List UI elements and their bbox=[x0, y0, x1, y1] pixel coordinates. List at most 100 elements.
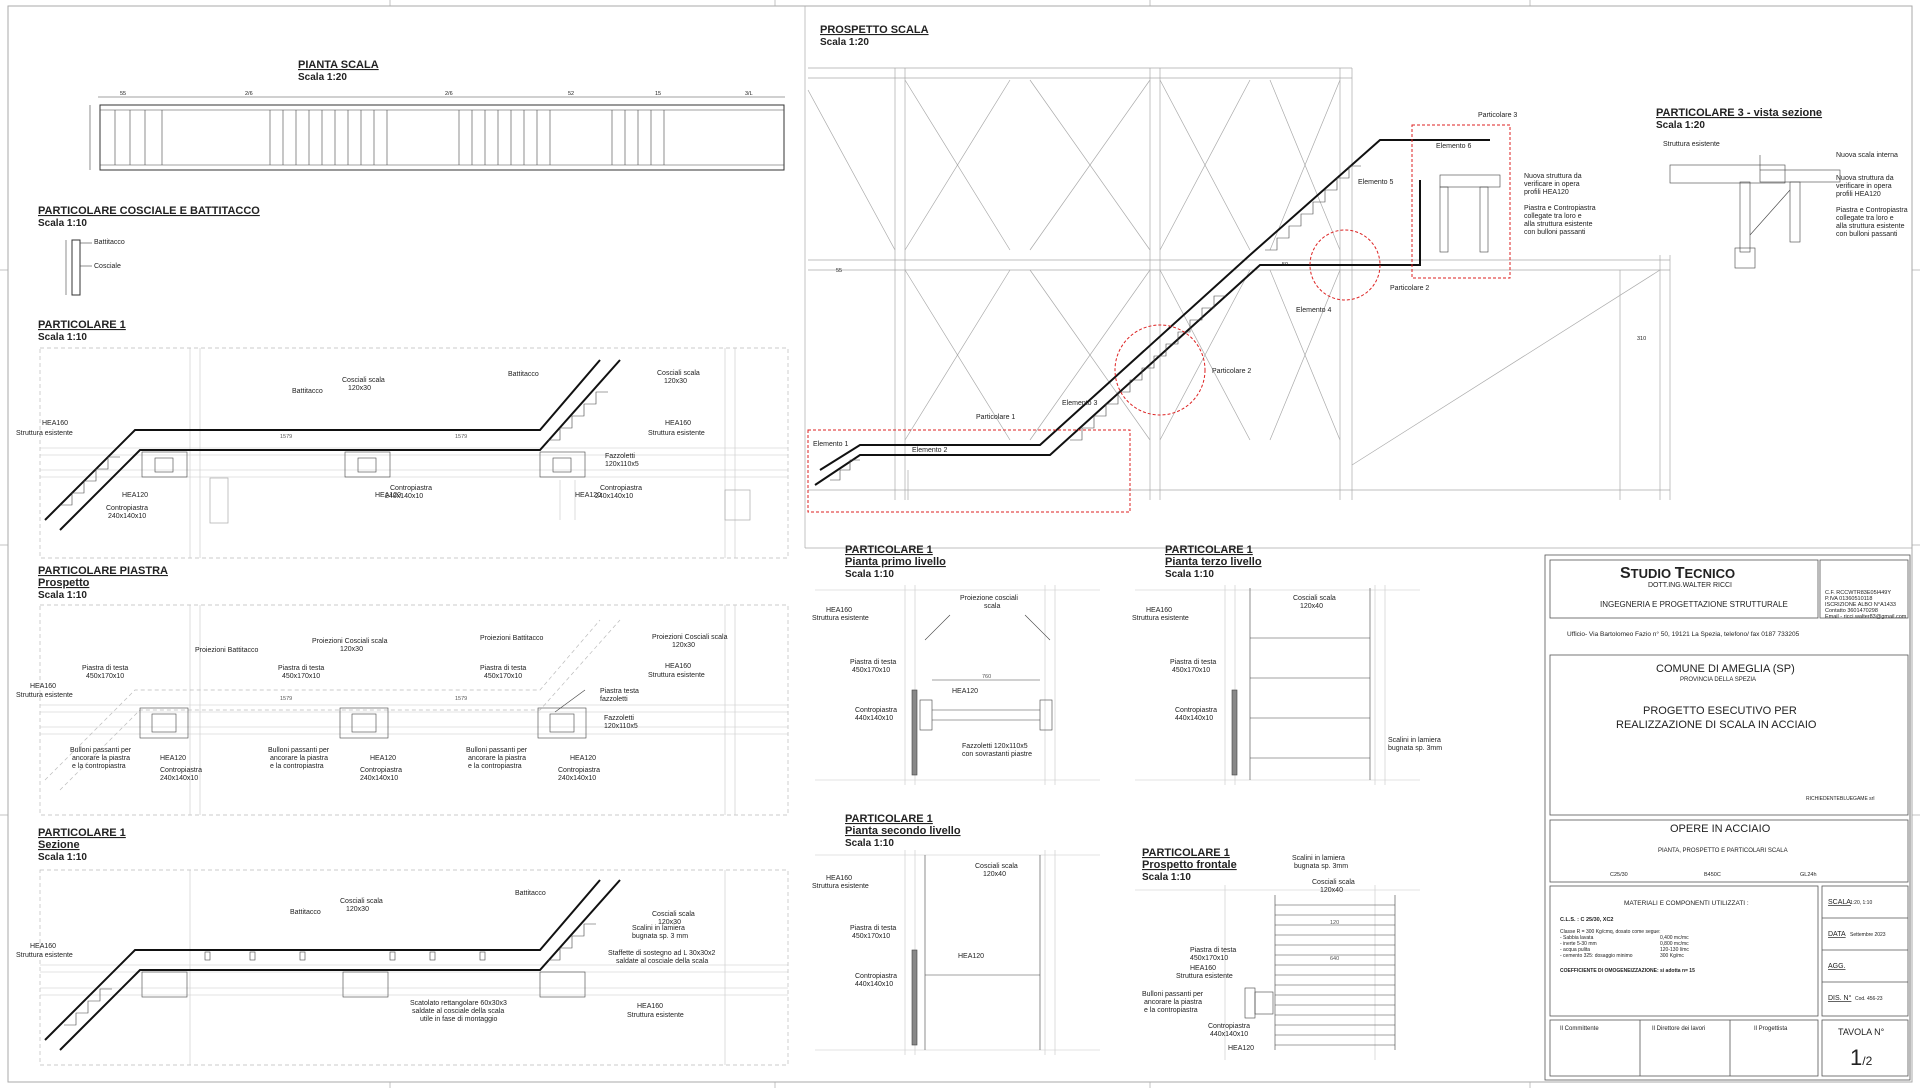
svg-text:450x170x10: 450x170x10 bbox=[1172, 667, 1210, 674]
direttore: Il Direttore dei lavori bbox=[1652, 1026, 1705, 1032]
svg-text:Fazzoletti 120x110x5: Fazzoletti 120x110x5 bbox=[962, 743, 1028, 750]
svg-text:HEA160: HEA160 bbox=[42, 420, 68, 427]
progettista: Il Progettista bbox=[1754, 1026, 1788, 1032]
svg-text:760: 760 bbox=[982, 674, 991, 680]
materiali-title: MATERIALI E COMPONENTI UTILIZZATI : bbox=[1624, 900, 1749, 907]
svg-text:HEA120: HEA120 bbox=[375, 492, 401, 499]
svg-text:440x140x10: 440x140x10 bbox=[1175, 715, 1213, 722]
svg-text:fazzoletti: fazzoletti bbox=[600, 696, 628, 703]
svg-text:240x140x10: 240x140x10 bbox=[360, 775, 398, 782]
svg-text:Nuova scala interna: Nuova scala interna bbox=[1836, 152, 1898, 159]
svg-text:Nuova struttura da: Nuova struttura da bbox=[1524, 173, 1582, 180]
scala-value: 1:20, 1:10 bbox=[1850, 900, 1872, 906]
svg-text:Contropiastra: Contropiastra bbox=[855, 973, 897, 980]
svg-text:ancorare la piastra: ancorare la piastra bbox=[270, 755, 328, 762]
svg-text:HEA160: HEA160 bbox=[665, 663, 691, 670]
svg-text:HEA120: HEA120 bbox=[122, 492, 148, 499]
svg-text:Struttura esistente: Struttura esistente bbox=[627, 1012, 684, 1019]
svg-text:1579: 1579 bbox=[280, 696, 292, 702]
svg-text:52: 52 bbox=[568, 91, 574, 97]
svg-text:120x40: 120x40 bbox=[1300, 603, 1323, 610]
svg-text:640: 640 bbox=[1330, 956, 1339, 962]
provincia: PROVINCIA DELLA SPEZIA bbox=[1680, 677, 1756, 683]
richiedente-label: RICHIEDENTE: bbox=[1806, 796, 1841, 802]
svg-text:2/6: 2/6 bbox=[245, 91, 253, 97]
svg-text:Struttura esistente: Struttura esistente bbox=[16, 952, 73, 959]
svg-text:HEA160: HEA160 bbox=[637, 1003, 663, 1010]
svg-text:Contropiastra: Contropiastra bbox=[1175, 707, 1217, 714]
material-b: B450C bbox=[1704, 872, 1721, 878]
callout-particolare1 bbox=[807, 429, 1131, 513]
cls-table: Classe R = 300 Kg/cmq, dosato come segue… bbox=[1560, 929, 1689, 959]
terzo-title: PARTICOLARE 1 bbox=[1165, 544, 1253, 556]
svg-text:Fazzoletti: Fazzoletti bbox=[604, 715, 634, 722]
title-block: STUDIO TECNICO DOTT.ING.WALTER RICCI ING… bbox=[1544, 554, 1911, 1081]
data-value: Settembre 2023 bbox=[1850, 932, 1886, 938]
opere-title: OPERE IN ACCIAIO bbox=[1670, 823, 1771, 835]
terzo-subtitle: Pianta terzo livello bbox=[1165, 556, 1262, 568]
svg-text:Contropiastra: Contropiastra bbox=[558, 767, 600, 774]
svg-text:alla struttura esistente: alla struttura esistente bbox=[1524, 221, 1593, 228]
svg-text:HEA160: HEA160 bbox=[826, 607, 852, 614]
svg-text:P.IVA 01360510118: P.IVA 01360510118 bbox=[1825, 596, 1872, 602]
agg-label: AGG. bbox=[1828, 963, 1846, 970]
prospetto-title: PROSPETTO SCALA bbox=[820, 24, 929, 36]
svg-text:Bulloni passanti per: Bulloni passanti per bbox=[466, 747, 528, 754]
svg-text:Contropiastra: Contropiastra bbox=[1208, 1023, 1250, 1030]
committente: Il Committente bbox=[1560, 1026, 1599, 1032]
prospetto-scala-drawing: PROSPETTO SCALA Scala 1:20 bbox=[807, 24, 1671, 513]
prospetto-frontale-drawing: PARTICOLARE 1 Prospetto frontale Scala 1… bbox=[1135, 847, 1420, 1060]
svg-text:Battitacco: Battitacco bbox=[515, 890, 546, 897]
svg-text:120x110x5: 120x110x5 bbox=[604, 723, 638, 730]
primo-subtitle: Pianta primo livello bbox=[845, 556, 946, 568]
svg-text:1579: 1579 bbox=[455, 434, 467, 440]
cosciale-scale: Scala 1:10 bbox=[38, 218, 87, 229]
svg-text:Struttura esistente: Struttura esistente bbox=[1663, 141, 1720, 148]
particolare1-title: PARTICOLARE 1 bbox=[38, 319, 126, 331]
studio-ufficio: Ufficio- Via Bartolomeo Fazio n° 50, 191… bbox=[1567, 630, 1800, 638]
svg-text:Contropiastra: Contropiastra bbox=[390, 485, 432, 492]
svg-text:con sovrastanti piastre: con sovrastanti piastre bbox=[962, 751, 1032, 758]
svg-text:450x170x10: 450x170x10 bbox=[282, 673, 320, 680]
svg-text:50: 50 bbox=[1282, 262, 1288, 268]
svg-text:Piastra e Contropiastra: Piastra e Contropiastra bbox=[1524, 205, 1596, 212]
secondo-scale: Scala 1:10 bbox=[845, 838, 894, 849]
svg-text:HEA120: HEA120 bbox=[952, 688, 978, 695]
svg-text:Struttura esistente: Struttura esistente bbox=[648, 430, 705, 437]
svg-text:- acqua pulita: - acqua pulita bbox=[1560, 947, 1590, 953]
particolare1-scale: Scala 1:10 bbox=[38, 332, 87, 343]
svg-text:utile in fase di montaggio: utile in fase di montaggio bbox=[420, 1016, 498, 1023]
svg-text:Elemento 3: Elemento 3 bbox=[1062, 400, 1098, 407]
svg-text:450x170x10: 450x170x10 bbox=[86, 673, 124, 680]
cosciale-label-battitacco: Battitacco bbox=[94, 239, 125, 246]
svg-text:con bulloni passanti: con bulloni passanti bbox=[1524, 229, 1586, 236]
secondo-subtitle: Pianta secondo livello bbox=[845, 825, 961, 837]
svg-text:120x40: 120x40 bbox=[983, 871, 1006, 878]
svg-text:Scalini in lamiera: Scalini in lamiera bbox=[1292, 855, 1345, 862]
svg-text:Scalini in lamiera: Scalini in lamiera bbox=[1388, 737, 1441, 744]
svg-text:120x30: 120x30 bbox=[658, 919, 681, 926]
svg-text:120x30: 120x30 bbox=[672, 642, 695, 649]
svg-text:Particolare 2: Particolare 2 bbox=[1390, 285, 1429, 292]
svg-text:Struttura esistente: Struttura esistente bbox=[812, 615, 869, 622]
svg-text:Struttura esistente: Struttura esistente bbox=[812, 883, 869, 890]
svg-text:Cosciali scala: Cosciali scala bbox=[1312, 879, 1355, 886]
svg-text:Classe R = 300 Kg/cmq, dosato: Classe R = 300 Kg/cmq, dosato come segue… bbox=[1560, 929, 1660, 935]
svg-text:Cosciali scala: Cosciali scala bbox=[340, 898, 383, 905]
svg-text:- inerte 5-30 mm: - inerte 5-30 mm bbox=[1560, 941, 1597, 947]
svg-text:HEA160: HEA160 bbox=[30, 683, 56, 690]
svg-text:ancorare la piastra: ancorare la piastra bbox=[72, 755, 130, 762]
svg-text:e la contropiastra: e la contropiastra bbox=[270, 763, 324, 770]
cosciale-drawing: PARTICOLARE COSCIALE E BATTITACCO Scala … bbox=[38, 205, 260, 296]
svg-text:Cosciali scala: Cosciali scala bbox=[652, 911, 695, 918]
svg-text:Cosciali scala: Cosciali scala bbox=[342, 377, 385, 384]
svg-text:Email - ricci.walter83@gmail.c: Email - ricci.walter83@gmail.com bbox=[1825, 614, 1907, 620]
svg-text:55: 55 bbox=[836, 268, 842, 274]
svg-text:Battitacco: Battitacco bbox=[292, 388, 323, 395]
svg-text:120x40: 120x40 bbox=[1320, 887, 1343, 894]
svg-text:e la contropiastra: e la contropiastra bbox=[468, 763, 522, 770]
progetto-line2: REALIZZAZIONE DI SCALA IN ACCIAIO bbox=[1616, 719, 1817, 731]
svg-text:Proiezioni Battitacco: Proiezioni Battitacco bbox=[480, 635, 544, 642]
svg-text:saldate al cosciale della scal: saldate al cosciale della scala bbox=[412, 1008, 504, 1015]
